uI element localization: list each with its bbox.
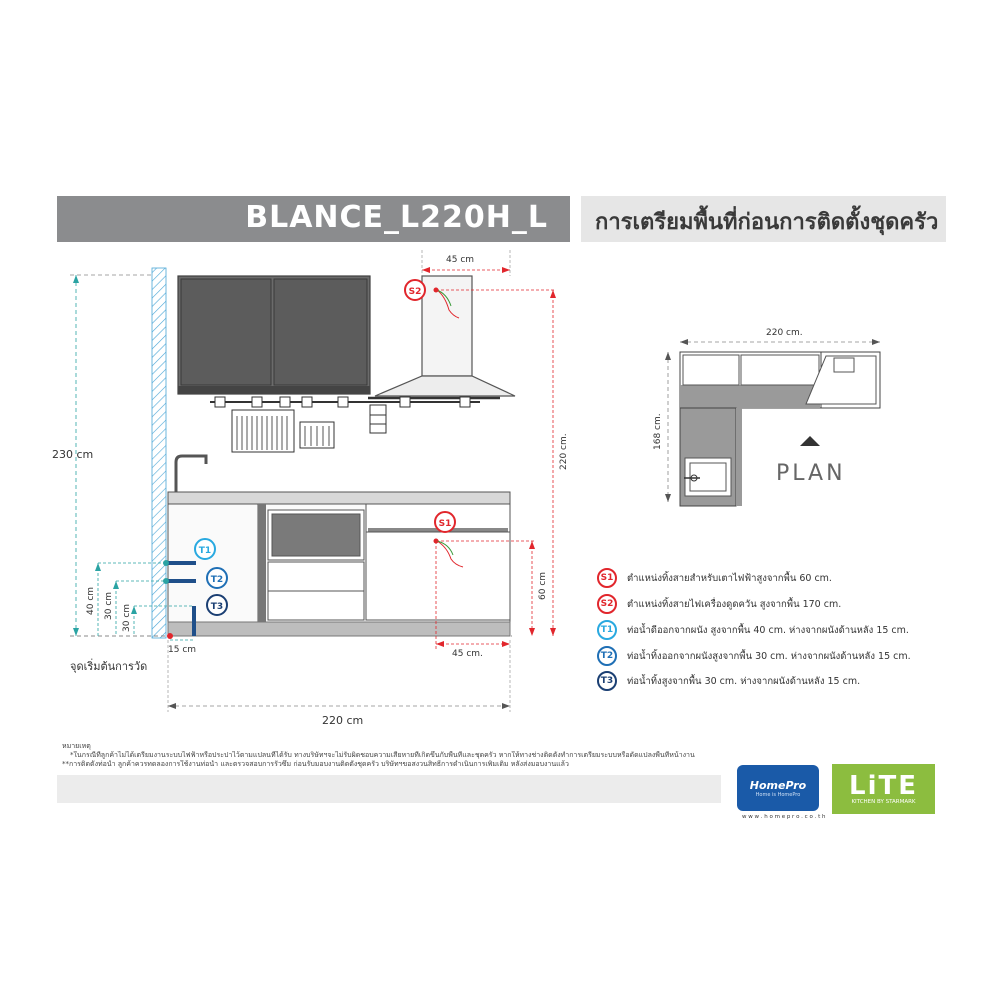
lite-logo: LiTE KITCHEN BY STARMARK [832, 764, 935, 814]
faucet [174, 454, 208, 492]
legend-text-s1: ตำแหน่งทิ้งสายสำหรับเตาไฟฟ้าสูงจากพื้น 6… [627, 572, 832, 584]
svg-text:T2: T2 [211, 575, 223, 585]
plan-caption: PLAN [776, 461, 846, 486]
legend-code-s1: S1 [597, 568, 617, 588]
dim-height-total: 230 cm [52, 448, 93, 461]
t2-marker [206, 567, 228, 589]
t1-marker [194, 538, 216, 560]
s2-marker [404, 279, 426, 301]
dish-rack [231, 409, 295, 453]
svg-text:S2: S2 [409, 287, 422, 297]
legend-code-t2: T2 [597, 646, 617, 666]
dim-s1-height: 60 cm [538, 572, 548, 600]
t3-marker [206, 594, 228, 616]
notes-bar [57, 775, 721, 803]
notes-line-2: **การติดตั้งท่อน้ำ ลูกค้าควรทดลองการใช้ง… [62, 760, 569, 768]
start-point-label: จุดเริ่มต้นการวัด [70, 658, 147, 673]
countertop [167, 491, 511, 505]
dim-width-total: 220 cm [322, 714, 363, 727]
legend-item-t3: T3 ท่อน้ำทิ้งสูงจากพื้น 30 cm. ห่างจากผน… [597, 671, 860, 691]
legend-item-s2: S2 ตำแหน่งทิ้งสายไฟเครื่องดูดควัน สูงจาก… [597, 594, 841, 614]
svg-text:S1: S1 [439, 519, 452, 529]
legend-code-s2: S2 [597, 594, 617, 614]
s1-marker [434, 511, 456, 533]
homepro-tagline: Home is HomePro [755, 791, 801, 798]
wall-hatch [151, 267, 167, 639]
svg-text:T1: T1 [199, 546, 211, 556]
plan-arrow [800, 436, 820, 446]
homepro-logo: HomePro Home is HomePro [737, 765, 819, 811]
lite-subtitle: KITCHEN BY STARMARK [851, 799, 916, 805]
homepro-url: w w w . h o m e p r o . c o . t h [742, 814, 826, 820]
homepro-name: HomePro [749, 778, 807, 792]
dim-s1-offset: 45 cm. [452, 649, 483, 659]
notes: หมายเหตุ *ในกรณีที่ลูกค้าไม่ได้เตรียมงาน… [62, 742, 742, 769]
plinth [167, 621, 511, 637]
plan-depth-label: 168 cm. [653, 413, 663, 450]
legend-text-t1: ท่อน้ำดีออกจากผนัง สูงจากพื้น 40 cm. ห่า… [627, 624, 909, 636]
model-title-bar: BLANCE_L220H_L [57, 196, 570, 242]
lite-name: LiTE [849, 771, 918, 801]
legend-code-t3: T3 [597, 671, 617, 691]
start-point [167, 633, 173, 639]
section-title: การเตรียมพื้นที่ก่อนการติดตั้งชุดครัว [595, 210, 939, 235]
dim-wall-offset: 15 cm [168, 645, 196, 655]
plan-view [679, 351, 881, 507]
range-hood-chimney [421, 275, 473, 377]
legend-item-t2: T2 ท่อน้ำทิ้งออกจากผนังสูงจากพื้น 30 cm.… [597, 646, 911, 666]
section-title-bar: การเตรียมพื้นที่ก่อนการติดตั้งชุดครัว [581, 196, 946, 242]
legend-text-t3: ท่อน้ำทิ้งสูงจากพื้น 30 cm. ห่างจากผนังด… [627, 675, 861, 687]
range-hood-canopy [374, 375, 516, 397]
legend-code-t1: T1 [597, 620, 617, 640]
svg-text:T3: T3 [211, 602, 223, 612]
model-title: BLANCE_L220H_L [245, 200, 548, 235]
dim-hood-height: 220 cm. [559, 433, 569, 470]
legend-text-s2: ตำแหน่งทิ้งสายไฟเครื่องดูดควัน สูงจากพื้… [627, 598, 842, 610]
dim-t2-height: 30 cm [104, 592, 114, 620]
plan-width-label: 220 cm. [766, 328, 803, 338]
dim-t3-height: 30 cm [122, 604, 132, 632]
notes-heading: หมายเหตุ [62, 742, 91, 750]
legend-text-t2: ท่อน้ำทิ้งออกจากผนังสูงจากพื้น 30 cm. ห่… [627, 650, 911, 662]
legend-item-s1: S1 ตำแหน่งทิ้งสายสำหรับเตาไฟฟ้าสูงจากพื้… [597, 568, 832, 588]
dim-hood-offset: 45 cm [446, 255, 474, 265]
dim-t1-height: 40 cm [86, 587, 96, 615]
legend-item-t1: T1 ท่อน้ำดีออกจากผนัง สูงจากพื้น 40 cm. … [597, 620, 909, 640]
notes-line-1: *ในกรณีที่ลูกค้าไม่ได้เตรียมงานระบบไฟฟ้า… [70, 751, 695, 759]
